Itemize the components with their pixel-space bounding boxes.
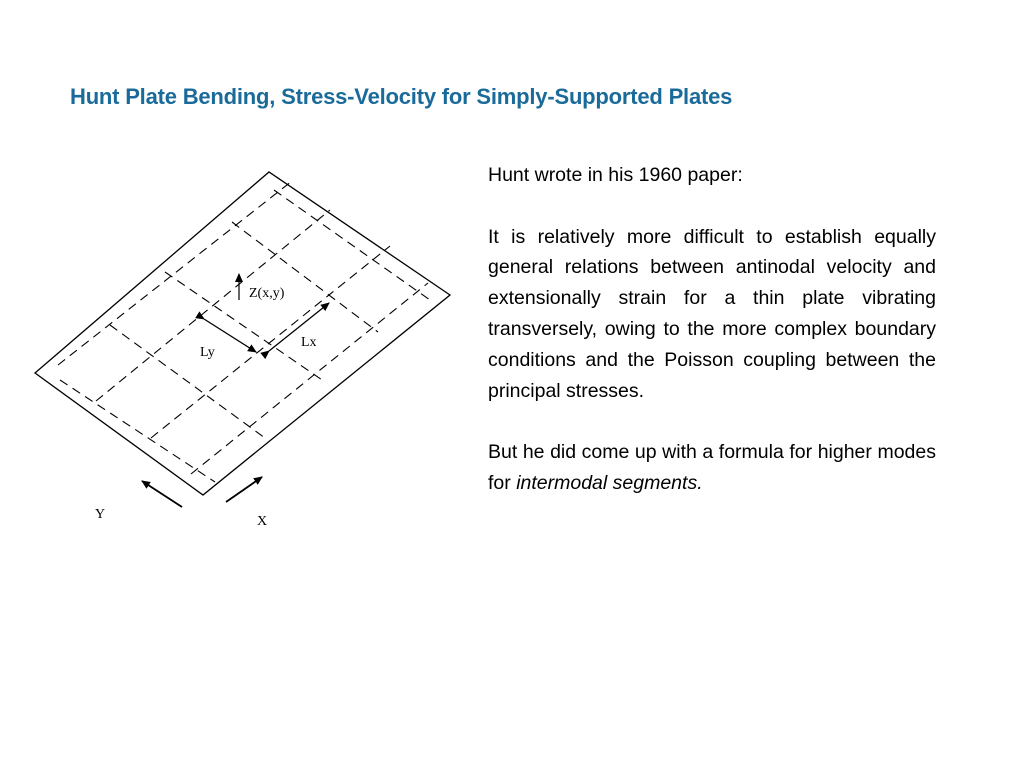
plate-outline xyxy=(33,171,452,496)
intermodal-segments-emphasis: intermodal segments. xyxy=(516,471,703,494)
y-axis-arrow xyxy=(141,480,183,508)
plate-diagram: Z(x,y) Lx Ly Y X xyxy=(33,171,452,529)
grid-line xyxy=(59,379,216,483)
grid-line xyxy=(150,245,391,439)
x-axis-arrow xyxy=(225,476,263,503)
grid-line xyxy=(164,271,326,383)
intro-text: Hunt wrote in his 1960 paper: xyxy=(488,164,743,186)
z-label: Z(x,y) xyxy=(249,286,285,301)
closing-prefix: But he did come up with a formula for hi… xyxy=(488,441,936,494)
ly-label: Ly xyxy=(200,345,215,360)
grid-line xyxy=(190,282,429,475)
body-text: Hunt wrote in his 1960 paper: It is rela… xyxy=(488,160,936,499)
ly-arrow xyxy=(195,311,257,353)
grid-line xyxy=(231,221,379,333)
grid-line xyxy=(57,180,293,366)
y-axis-label: Y xyxy=(95,507,105,522)
grid-line xyxy=(109,324,266,439)
lx-arrow xyxy=(260,302,330,360)
grid-line xyxy=(95,209,331,402)
nodal-grid xyxy=(57,180,431,483)
x-axis-label: X xyxy=(257,514,267,529)
slide-title: Hunt Plate Bending, Stress-Velocity for … xyxy=(70,84,733,109)
lx-label: Lx xyxy=(301,335,317,350)
quote-text: It is relatively more difficult to estab… xyxy=(488,225,936,402)
closing-text: But he did come up with a formula for hi… xyxy=(488,437,936,499)
grid-line xyxy=(273,189,431,301)
